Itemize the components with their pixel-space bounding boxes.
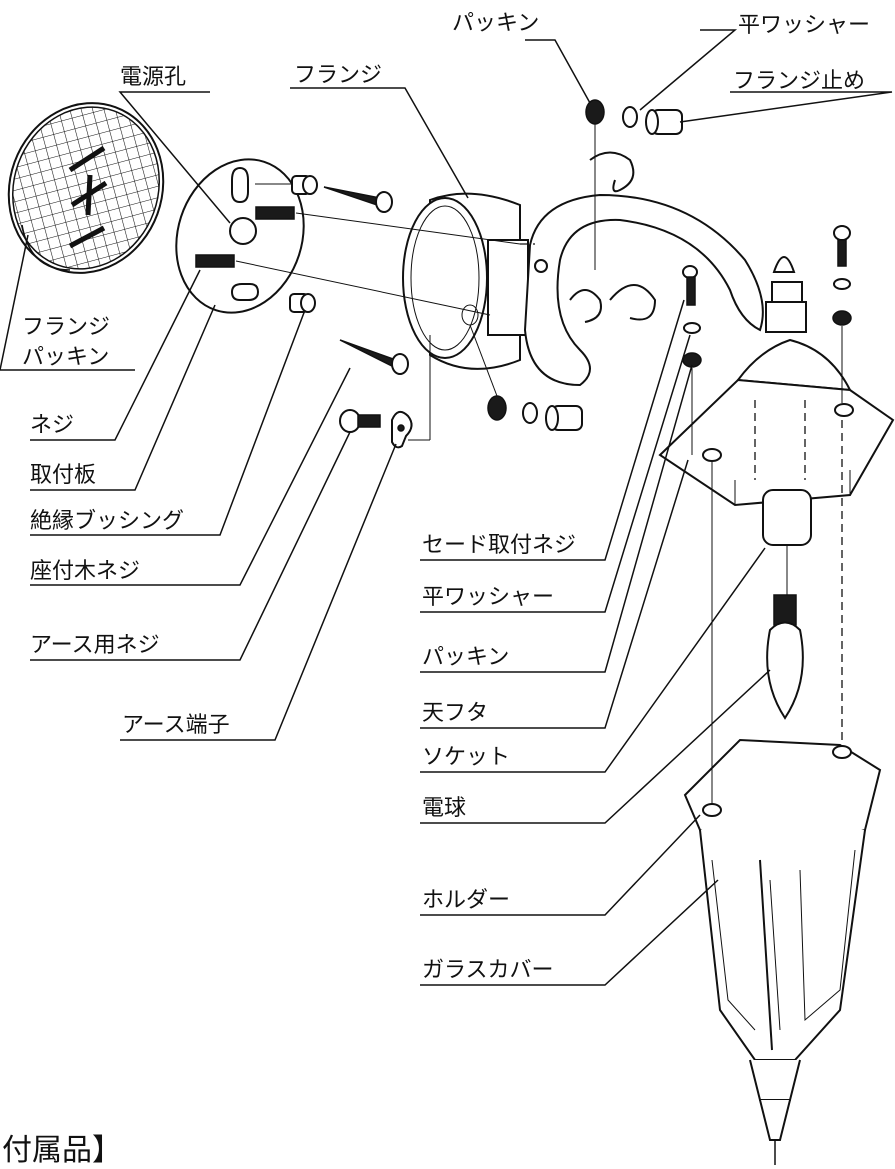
label-bulb: 電球 — [422, 796, 466, 821]
label-flange-stopper: フランジ止め — [733, 69, 865, 94]
label-flange: フランジ — [294, 63, 382, 88]
flange-packing-part — [7, 102, 165, 274]
label-power-hole: 電源孔 — [120, 65, 186, 90]
label-insulating-bushing: 絶縁ブッシング — [30, 509, 184, 534]
label-flange-packing-1: フランジ — [22, 315, 110, 340]
label-flat-washer-top: 平ワッシャー — [738, 13, 870, 38]
label-holder: ホルダー — [422, 888, 510, 913]
flange-stopper-hardware-bottom — [487, 395, 583, 431]
label-glass-cover: ガラスカバー — [422, 958, 554, 983]
label-packing: パッキン — [422, 645, 509, 670]
label-flange-packing-2: パッキン — [22, 345, 109, 370]
label-top-cover: 天フタ — [422, 701, 488, 726]
label-wood-screw: 座付木ネジ — [30, 559, 140, 584]
label-earth-screw: アース用ネジ — [30, 633, 160, 658]
label-flat-washer: 平ワッシャー — [422, 585, 554, 610]
flange-part — [402, 192, 529, 370]
label-accessories: 付属品】 — [2, 1133, 122, 1168]
leader-lines — [0, 29, 893, 986]
label-socket: ソケット — [422, 745, 510, 770]
label-packing-top: パッキン — [452, 11, 539, 36]
label-earth-terminal: アース端子 — [122, 713, 230, 738]
assembly-guide-lines — [235, 124, 843, 804]
label-mounting-plate: 取付板 — [30, 463, 96, 488]
socket-part — [762, 489, 812, 546]
flange-stopper-hardware-top — [585, 99, 683, 135]
top-cover-part — [658, 256, 895, 507]
label-shade-screw: セード取付ネジ — [422, 533, 576, 558]
bracket-arm-part — [523, 151, 764, 387]
bulb-part — [766, 594, 804, 720]
glass-holder-part — [683, 738, 882, 1165]
label-screw: ネジ — [30, 413, 74, 438]
plate-hardware — [195, 175, 413, 449]
